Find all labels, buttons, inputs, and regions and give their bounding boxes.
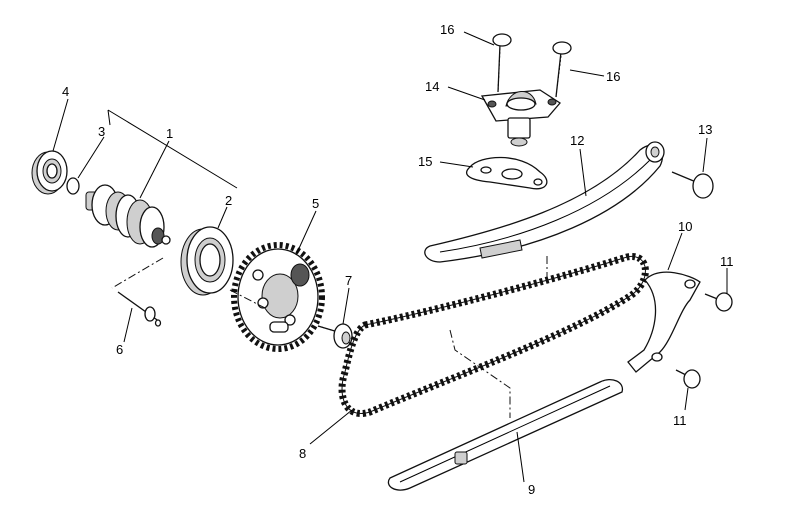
callout-11-upper: 11 xyxy=(720,254,734,269)
part-15-gasket xyxy=(466,156,548,190)
callout-1: 1 xyxy=(166,126,173,141)
callout-3: 3 xyxy=(98,124,105,139)
callout-6: 6 xyxy=(116,342,123,357)
part-1-camshaft xyxy=(85,184,171,248)
center-lines xyxy=(111,256,548,418)
callout-16-left: 16 xyxy=(440,22,454,37)
callout-13: 13 xyxy=(698,122,712,137)
part-8-timing-chain xyxy=(338,253,649,417)
part-16-bolt-right xyxy=(552,41,572,98)
part-13-pivot-bolt xyxy=(671,171,714,199)
callout-5: 5 xyxy=(312,196,319,211)
callout-2: 2 xyxy=(225,193,232,208)
part-6-pin xyxy=(117,291,162,327)
part-12-tensioner-guide xyxy=(424,141,665,263)
callout-14: 14 xyxy=(425,79,439,94)
part-16-bolt-left xyxy=(492,33,512,93)
callout-10: 10 xyxy=(678,219,692,234)
part-7-bolt xyxy=(317,323,353,349)
callout-11-lower: 11 xyxy=(673,413,687,428)
leader-lines xyxy=(52,31,728,483)
callout-labels: 4 3 1 2 5 7 6 8 9 10 11 11 12 13 14 15 1… xyxy=(62,22,734,497)
callout-16-right: 16 xyxy=(606,69,620,84)
part-3-o-ring xyxy=(66,177,80,195)
part-2-bearing xyxy=(180,226,234,296)
part-11-bolt-upper xyxy=(704,292,733,312)
callout-7: 7 xyxy=(345,273,352,288)
part-14-chain-tensioner xyxy=(480,89,561,147)
part-10-guide-plate xyxy=(627,271,701,373)
callout-12: 12 xyxy=(570,133,584,148)
part-11-bolt-lower xyxy=(675,369,701,389)
callout-8: 8 xyxy=(299,446,306,461)
callout-9: 9 xyxy=(528,482,535,497)
callout-15: 15 xyxy=(418,154,432,169)
part-9-chain-guide xyxy=(387,378,624,491)
part-4-bearing xyxy=(31,150,68,195)
part-5-cam-sprocket xyxy=(231,242,325,352)
callout-4: 4 xyxy=(62,84,69,99)
